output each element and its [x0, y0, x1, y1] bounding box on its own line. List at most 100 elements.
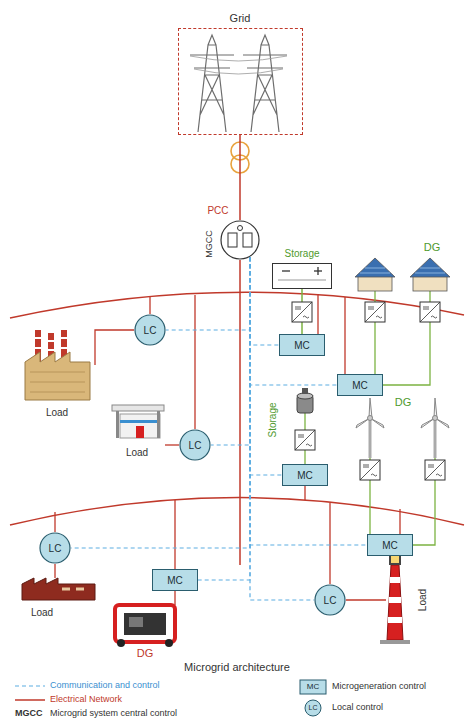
control-label: MC: [167, 575, 183, 586]
legend-text: Microgeneration control: [332, 682, 426, 692]
local-control: LC: [179, 429, 211, 461]
power-wire: [346, 599, 386, 600]
inverter-symbol: [420, 302, 440, 322]
lighthouse-load: [387, 565, 403, 640]
legend-text: Microgrid system central control: [50, 709, 177, 719]
legend-abbreviation: MC: [307, 683, 319, 692]
bus-line: [239, 260, 241, 565]
power-wire: [304, 486, 305, 500]
local-control: LC: [39, 532, 71, 564]
diesel-generator: [117, 639, 125, 647]
bus-line: [10, 498, 464, 526]
control-link: [166, 257, 250, 330]
control-link: [198, 257, 250, 580]
wind-turbine: [433, 416, 438, 421]
solar-house: [410, 258, 450, 277]
outline: [221, 221, 259, 259]
control-label: LC: [49, 543, 62, 554]
control-link: [250, 257, 337, 385]
legend-text: Communication and control: [50, 681, 160, 691]
power-wire: [165, 444, 179, 445]
factory-load: [35, 338, 67, 350]
legend-abbreviation: LC: [309, 704, 318, 712]
local-control: LC: [134, 314, 166, 346]
microgeneration-control: MC: [337, 374, 383, 396]
lighthouse-load: [380, 640, 410, 644]
load-label: Load: [46, 407, 68, 418]
power-wire: [317, 294, 318, 334]
gas-station-load: [120, 420, 160, 423]
microgeneration-control: MC: [279, 334, 325, 356]
transmission-tower: [190, 35, 287, 132]
control-label: MC: [382, 540, 398, 551]
wind-turbine: [421, 398, 449, 428]
node-heading: MGCC: [205, 230, 215, 258]
battery-terminals: [278, 267, 326, 280]
control-label: LC: [144, 325, 157, 336]
meter-symbol: [220, 220, 260, 260]
legend-sample: [15, 685, 45, 686]
control-label: MC: [294, 340, 310, 351]
power-wire: [399, 509, 400, 534]
control-link: [250, 257, 279, 345]
control-link: [250, 257, 314, 600]
power-wire: [174, 500, 175, 569]
inverter-symbol: [295, 430, 315, 450]
control-label: LC: [324, 595, 337, 606]
legend-text: Electrical Network: [50, 695, 122, 705]
inverter-symbol: [365, 302, 385, 322]
outline: [135, 315, 165, 345]
generation-label: DG: [395, 396, 412, 408]
lighthouse-load: [388, 580, 402, 620]
generation-label: DG: [424, 241, 441, 253]
microgeneration-control: MC: [152, 569, 198, 591]
power-wire: [95, 330, 134, 365]
point-label: PCC: [207, 205, 228, 216]
inverter-symbol: [425, 460, 445, 480]
outline: [180, 430, 210, 460]
power-line: [239, 135, 241, 221]
meter-dial: [238, 226, 243, 231]
factory-load: [30, 372, 85, 392]
power-wire: [329, 503, 330, 584]
diesel-generator: [115, 605, 175, 647]
diesel-generator: [165, 639, 173, 647]
solar-house: [415, 268, 445, 273]
node-heading: Grid: [230, 12, 251, 24]
control-link: [71, 257, 250, 548]
power-wire: [194, 295, 195, 429]
control-label: MC: [352, 380, 368, 391]
local-control: LC: [314, 584, 346, 616]
industrial-load: [62, 588, 84, 591]
transmission-tower: [243, 35, 287, 132]
gas-station-load: [112, 405, 164, 438]
storage-battery: Storage: [272, 263, 332, 289]
diesel-generator: [124, 613, 166, 635]
control-link: [250, 257, 282, 475]
control-link: [250, 257, 367, 545]
battery-terminals: [282, 270, 290, 271]
control-link: [211, 257, 250, 445]
gas-station-load: [120, 414, 160, 438]
central-controller: MGCC: [220, 220, 260, 260]
caption: Microgrid architecture: [184, 661, 290, 673]
transmission-tower: [190, 56, 287, 74]
wind-turbine: [368, 416, 373, 421]
outline: [40, 533, 70, 563]
gas-station-load: [116, 411, 119, 438]
factory-load: [25, 330, 90, 400]
gas-station-load: [136, 426, 144, 438]
inverter-symbol: [292, 302, 445, 480]
generation-label: DG: [137, 647, 154, 659]
power-wire: [344, 297, 345, 374]
gas-station-load: [157, 411, 160, 438]
power-wire: [149, 297, 150, 314]
storage-label: Storage: [267, 402, 278, 437]
flywheel-storage: [302, 388, 308, 394]
diesel-generator: [115, 605, 175, 642]
flywheel-storage: [297, 388, 313, 413]
